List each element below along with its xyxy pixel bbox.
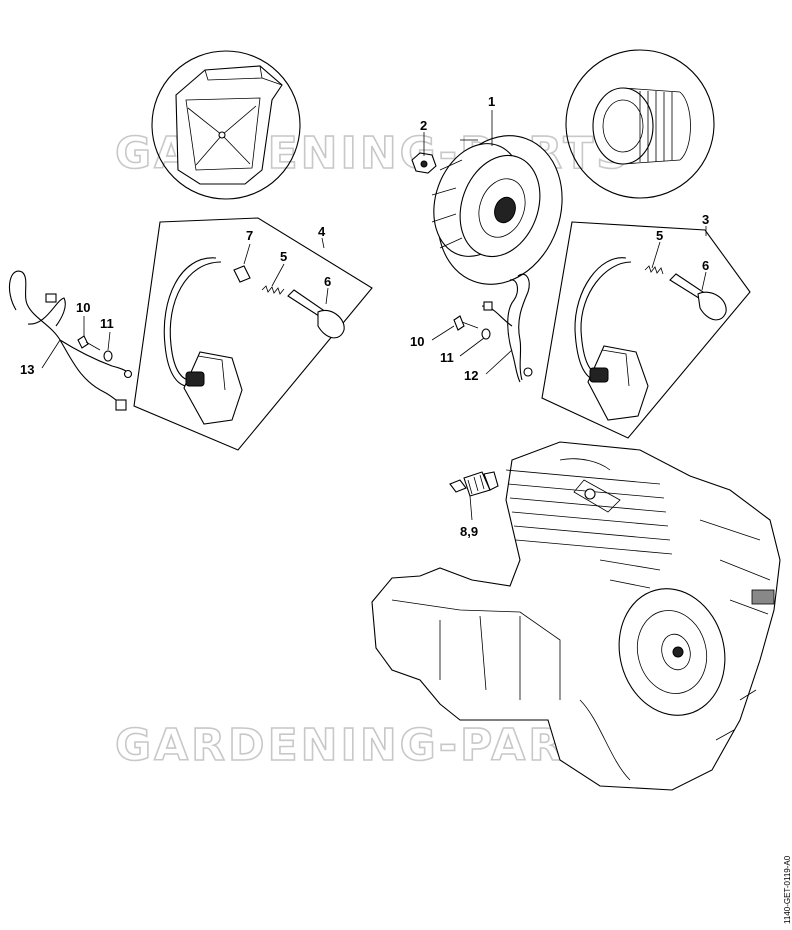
callout-4: 4: [318, 224, 326, 239]
callout-12: 12: [464, 368, 478, 383]
callout-1: 1: [488, 94, 495, 109]
callout-6-left: 6: [324, 274, 331, 289]
short-circuit-wire-right: [481, 273, 533, 383]
screw-washer-right: [453, 315, 491, 340]
flywheel: [431, 135, 563, 285]
ignition-module-group-right: [541, 221, 751, 439]
nut: [411, 152, 437, 174]
watermark-bottom: GARDENING-PARTS: [115, 720, 631, 771]
callout-5-left: 5: [280, 249, 287, 264]
callout-10-right: 10: [410, 334, 424, 349]
callout-2: 2: [420, 118, 427, 133]
callout-10-left: 10: [76, 300, 90, 315]
callout-11-left: 11: [100, 316, 114, 331]
round-filter-inset: [565, 49, 715, 199]
callout-11-right: 11: [440, 350, 454, 365]
screw-washer-left: [77, 335, 113, 362]
callout-5-right: 5: [656, 228, 663, 243]
air-filter-cover-inset: [151, 50, 301, 200]
leader-lines: [41, 110, 707, 521]
ignition-module-group-left: [133, 217, 373, 451]
callout-6-right: 6: [702, 258, 709, 273]
callout-13: 13: [20, 362, 34, 377]
callout-labels: 1 2 3 4 7 5 5 6 6 10 11 13 10 11 12 8,9: [20, 94, 709, 539]
callout-3: 3: [702, 212, 709, 227]
callout-7: 7: [246, 228, 253, 243]
callout-8-9: 8,9: [460, 524, 478, 539]
short-circuit-wire-left: [8, 270, 133, 411]
crankcase-engine-assembly: [371, 441, 781, 791]
document-id: 1140-GET-0119-A0: [783, 855, 792, 924]
spark-plug: [449, 471, 499, 497]
